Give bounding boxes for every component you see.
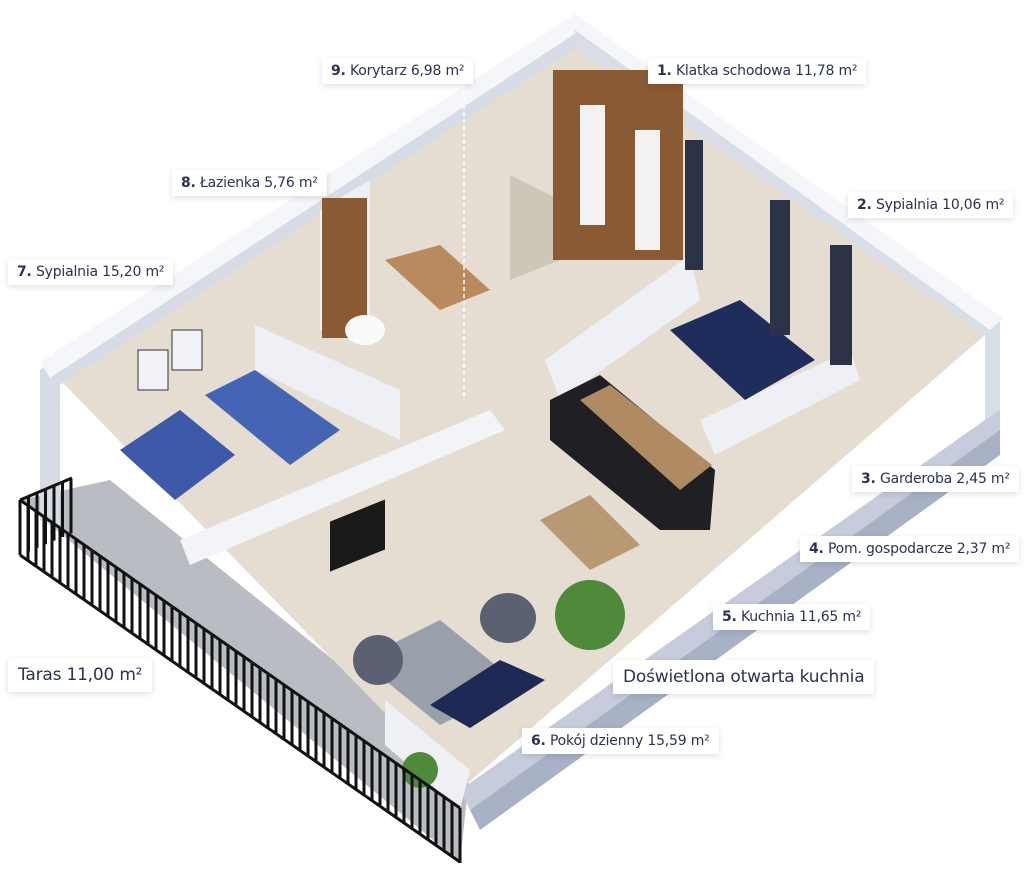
interior-wall <box>180 410 505 565</box>
curtain <box>685 140 703 270</box>
room-label-lazienka: 8. Łazienka 5,76 m² <box>172 170 327 196</box>
kitchen-counter <box>580 385 712 490</box>
terrace-railing <box>18 476 462 864</box>
room-label-pokoj-dzienny: 6. Pokój dzienny 15,59 m² <box>522 728 719 754</box>
tv <box>330 499 385 572</box>
sofa <box>430 660 545 728</box>
interior-wall <box>700 350 860 455</box>
plant <box>555 580 625 650</box>
toilet <box>345 315 385 345</box>
room-label-korytarz: 9. Korytarz 6,98 m² <box>322 58 474 84</box>
bed <box>205 370 340 465</box>
railing-bar <box>19 476 73 502</box>
armchair <box>480 593 536 643</box>
wardrobe-door <box>635 130 660 250</box>
bed <box>670 300 815 400</box>
room-label-kuchnia: 5. Kuchnia 11,65 m² <box>713 604 871 630</box>
room-label-pom-gospodarcze: 4. Pom. gospodarcze 2,37 m² <box>800 536 1020 562</box>
kitchen-island <box>550 375 715 530</box>
bathroom-counter <box>385 245 490 310</box>
wardrobe-door <box>580 105 605 225</box>
curtain <box>830 245 852 365</box>
room-label-sypialnia-2: 2. Sypialnia 10,06 m² <box>848 192 1014 218</box>
room-label-klatka-schodowa: 1. Klatka schodowa 11,78 m² <box>648 58 867 84</box>
wall-art <box>137 349 169 391</box>
wall-art <box>171 329 203 371</box>
feature-label: Doświetlona otwarta kuchnia <box>613 660 875 694</box>
armchair <box>353 635 403 685</box>
wardrobe <box>553 70 683 260</box>
curtain <box>770 200 790 335</box>
stairs <box>510 175 560 280</box>
outer-wall-left <box>40 20 575 530</box>
interior-wall <box>255 325 400 440</box>
terrace-label: Taras 11,00 m² <box>8 658 153 692</box>
room-label-sypialnia-7: 7. Sypialnia 15,20 m² <box>8 259 174 285</box>
dining-table <box>540 495 640 570</box>
outer-wall-left-top <box>40 14 590 378</box>
interior-wall <box>545 255 700 400</box>
bed <box>120 410 235 500</box>
bathroom-cabinet <box>322 198 367 338</box>
room-label-garderoba: 3. Garderoba 2,45 m² <box>852 466 1019 492</box>
